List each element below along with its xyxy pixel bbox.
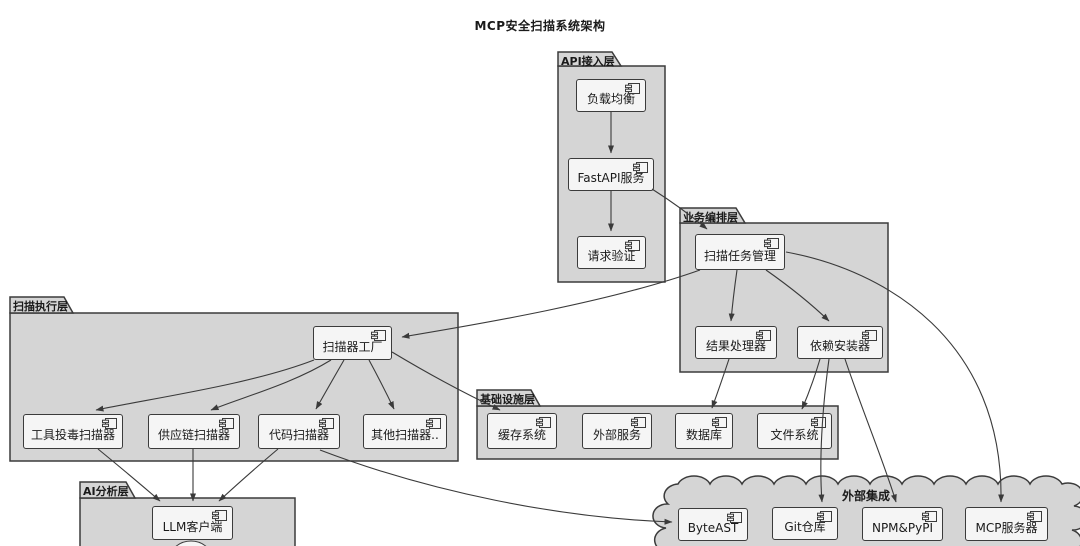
edge-scanner-factory-to-supply-chain-scanner: [210, 359, 332, 411]
component-icon: [811, 417, 826, 428]
component-file-system: 文件系统: [757, 413, 832, 449]
clipped-shape-below-llm: [175, 540, 207, 546]
component-database: 数据库: [675, 413, 733, 449]
component-icon: [212, 510, 227, 521]
component-icon: [712, 417, 727, 428]
component-cache-system: 缓存系统: [487, 413, 557, 449]
component-icon: [862, 330, 877, 341]
component-llm-client: LLM客户端: [152, 506, 233, 540]
edge-dependency-installer-to-npm-pypi: [844, 358, 897, 503]
component-label: 依赖安装器: [809, 339, 870, 353]
component-external-services: 外部服务: [582, 413, 652, 449]
component-git-repo: Git仓库: [772, 507, 838, 540]
component-load-balancer: 负载均衡: [576, 79, 646, 112]
component-supply-chain-scanner: 供应链扫描器: [148, 414, 240, 449]
edge-task-manager-to-result-processor: [728, 269, 738, 322]
component-task-manager: 扫描任务管理: [695, 234, 785, 270]
component-mcp-server: MCP服务器: [965, 507, 1048, 541]
component-icon: [727, 512, 742, 523]
component-icon: [625, 240, 640, 251]
edge-task-manager-to-mcp-server: [785, 251, 1005, 503]
component-icon: [426, 418, 441, 429]
edge-scanner-factory-to-other-scanners: [368, 359, 395, 410]
edge-task-manager-to-dependency-installer: [765, 269, 830, 322]
edge-scanner-factory-to-code-scanner: [315, 359, 345, 410]
component-icon: [922, 511, 937, 522]
edge-code-scanner-to-byteast: [319, 449, 673, 525]
diagram-title: MCP安全扫描系统架构: [474, 19, 606, 33]
component-icon: [371, 330, 386, 341]
edge-code-scanner-to-llm-client: [218, 448, 279, 502]
component-icon: [817, 511, 832, 522]
component-request-validation: 请求验证: [577, 236, 646, 269]
package-label-ai: AI分析层: [83, 485, 129, 498]
edge-dependency-installer-to-file-system: [801, 358, 821, 410]
edge-task-manager-to-scanner-factory: [401, 269, 701, 339]
component-tool-poison-scanner: 工具投毒扫描器: [23, 414, 123, 449]
component-dependency-installer: 依赖安装器: [797, 326, 883, 359]
component-result-processor: 结果处理器: [695, 326, 777, 359]
component-icon: [756, 330, 771, 341]
component-icon: [1027, 511, 1042, 522]
edge-scanner-factory-to-tool-poison-scanner: [95, 359, 315, 412]
edge-result-processor-to-database: [711, 358, 730, 409]
component-scanner-factory: 扫描器工厂: [313, 326, 392, 360]
component-icon: [219, 418, 234, 429]
component-icon: [631, 417, 646, 428]
component-icon: [764, 238, 779, 249]
component-icon: [536, 417, 551, 428]
component-code-scanner: 代码扫描器: [258, 414, 340, 449]
component-npm-pypi: NPM&PyPI: [862, 507, 943, 541]
component-other-scanners: 其他扫描器..: [363, 414, 447, 449]
package-label-infrastructure: 基础设施层: [480, 393, 535, 406]
package-label-api: API接入层: [561, 55, 615, 68]
component-byteast: ByteAST: [678, 508, 748, 541]
component-icon: [319, 418, 334, 429]
package-label-execution: 扫描执行层: [13, 300, 68, 313]
component-icon: [102, 418, 117, 429]
package-label-orchestration: 业务编排层: [683, 211, 738, 224]
component-icon: [633, 162, 648, 173]
cloud-label-external-integration: 外部集成: [842, 489, 891, 503]
component-icon: [625, 83, 640, 94]
component-fastapi-service: FastAPI服务: [568, 158, 654, 191]
